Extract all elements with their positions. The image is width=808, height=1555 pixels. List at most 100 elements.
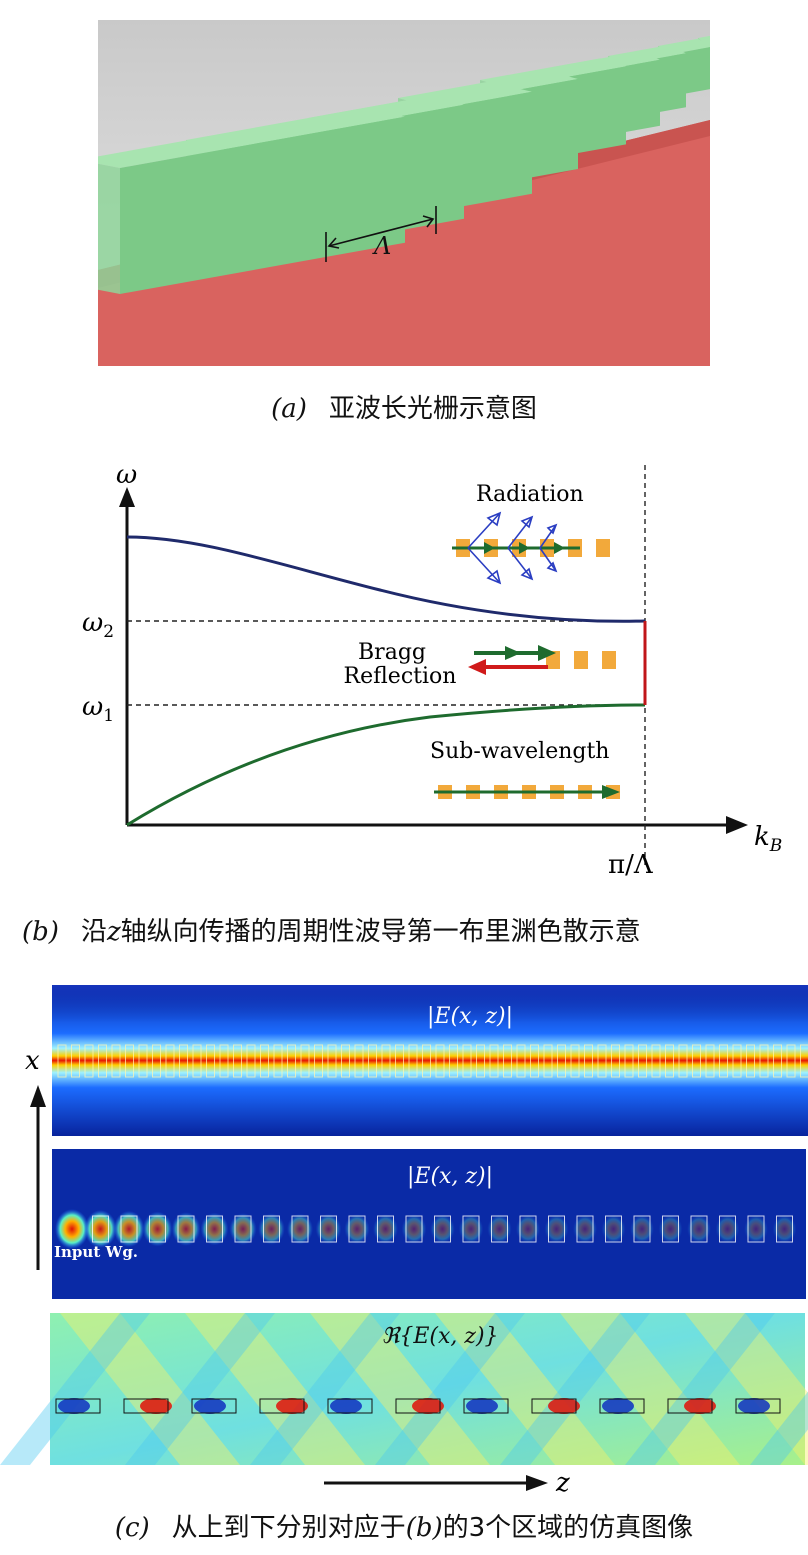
panel-3-wave-stripe [250, 1313, 400, 1465]
panel-2-tooth [92, 1215, 109, 1243]
panel-2-field-spot [430, 1214, 455, 1244]
panel-2-tooth [206, 1215, 223, 1243]
panel-1-tooth [138, 1044, 148, 1078]
grating-tooth-top [698, 35, 710, 46]
z-axis-arrow [526, 1475, 548, 1491]
panel-2-field-magnitude: |E(x, z)| Input Wg. [52, 1149, 806, 1299]
panel-1-tooth [489, 1044, 499, 1078]
panel-3-tooth [667, 1398, 713, 1414]
panel-1-tooth [287, 1044, 296, 1078]
substrate [98, 120, 710, 366]
panel-2-tooth [348, 1215, 366, 1243]
panel-2-tooth [662, 1215, 679, 1243]
panel-2-tooth [434, 1215, 451, 1243]
panel-3-wave-stripe [125, 1313, 275, 1465]
panel-1-tooth [152, 1044, 161, 1078]
panel-3-field-spot [602, 1398, 634, 1414]
lower-band-curve [126, 703, 646, 827]
panel-1-tooth [233, 1044, 242, 1078]
panel-3-field-real: ℜ{E(x, z)} [0, 1313, 808, 1465]
panel-1-tooth [314, 1044, 323, 1078]
panel-1-tooth [705, 1044, 715, 1078]
panel-3-tooth [123, 1398, 169, 1414]
x-axis-label: kB [754, 822, 782, 856]
panel-1-tooth [786, 1044, 796, 1078]
grating-tooth-side [98, 163, 120, 294]
panel-1-tooth [719, 1044, 728, 1078]
panel-3-wave-stripe [435, 1313, 615, 1465]
panel-2-field-spot [601, 1214, 626, 1244]
panel-2-tooth [576, 1215, 594, 1243]
panel-3-field-spot [412, 1398, 444, 1414]
panel-1-tooth [692, 1044, 701, 1078]
panel-1-tooth [300, 1044, 310, 1078]
panel-1-tooth [179, 1044, 188, 1078]
bragg-inset [468, 645, 616, 675]
panel-1-field-magnitude: |E(x, z)| [52, 985, 808, 1136]
panel-1-tooth [408, 1044, 418, 1078]
panel-2-tooth [633, 1215, 651, 1243]
z-axis-label: z [555, 1468, 570, 1495]
subwavelength-inset [434, 785, 620, 799]
panel-1-tooth [435, 1044, 445, 1078]
grating-tooth-top [98, 108, 405, 168]
panel-2-field-spot [629, 1214, 655, 1244]
panel-1-tooth [192, 1044, 202, 1078]
panel-3-field-spot [466, 1398, 498, 1414]
panel-3-field-spot [58, 1398, 90, 1414]
panel-1-tooth [327, 1044, 337, 1078]
panel-1-tooth [543, 1044, 553, 1078]
panel-1-tooth [800, 1044, 808, 1078]
panel-1-tooth [516, 1044, 526, 1078]
panel-3-wave-stripe [60, 1313, 240, 1465]
period-label: Λ [372, 232, 391, 260]
panel-2-tooth [491, 1215, 508, 1243]
panel-3-wave-stripe [685, 1313, 808, 1465]
panel-1-tooth [476, 1044, 485, 1078]
panel-1-tooth [84, 1044, 94, 1078]
panel-3-field-spot [194, 1398, 226, 1414]
x-axis-label-c: x [25, 1046, 40, 1076]
panel-2-field-spot [315, 1213, 342, 1245]
panel-1-tooth [368, 1044, 377, 1078]
panel-3-field-spot [330, 1398, 362, 1414]
panel-3-wave-stripe [560, 1313, 740, 1465]
panel-2-tooth [320, 1215, 337, 1243]
panel-2-field-spot [687, 1214, 711, 1244]
y-tick-omega1: ω1 [82, 692, 114, 726]
panel-1-tooth [422, 1044, 431, 1078]
panel-1-tooth [206, 1044, 215, 1078]
panel-3-field-spot [276, 1398, 308, 1414]
panel-1-tooth [462, 1044, 472, 1078]
simulation-figure: |E(x, z)| |E(x, z)| Input Wg. ℜ{E(x, z)}… [0, 985, 808, 1495]
panel-2-tooth [120, 1215, 138, 1243]
panel-3-wave-stripe [0, 1313, 150, 1465]
panel-3-field-spot [738, 1398, 770, 1414]
panel-1-tooth [678, 1044, 688, 1078]
panel-1-tooth [651, 1044, 661, 1078]
panel-2-field-spot [744, 1214, 768, 1244]
panel-3-tooth [191, 1398, 237, 1414]
panel-1-tooth [570, 1044, 580, 1078]
panel-2-tooth [719, 1215, 736, 1243]
panel-1-tooth [219, 1044, 229, 1078]
panel-3-tooth [735, 1398, 781, 1414]
y-axis-label: ω [116, 460, 137, 490]
panel-3-tooth [463, 1398, 509, 1414]
panel-3-tooth [55, 1398, 101, 1414]
panel-3-field-spot [684, 1398, 716, 1414]
panel-2-field-spot [286, 1213, 314, 1245]
panel-2-tooth [234, 1215, 252, 1243]
subwavelength-label: Sub-wavelength [430, 739, 609, 764]
panel-2-tooth [747, 1215, 765, 1243]
period-marker [325, 206, 437, 262]
panel-3-wave-stripe [375, 1313, 525, 1465]
panel-2-field-spot [55, 1209, 89, 1249]
panel-1-tooth [260, 1044, 269, 1078]
radiation-inset [452, 511, 610, 585]
panel-1-tooth [354, 1044, 364, 1078]
panel-2-field-spot [458, 1214, 484, 1244]
panel-1-tooth [759, 1044, 769, 1078]
panel-2-tooth [690, 1215, 708, 1243]
panel-1-tooth [732, 1044, 742, 1078]
